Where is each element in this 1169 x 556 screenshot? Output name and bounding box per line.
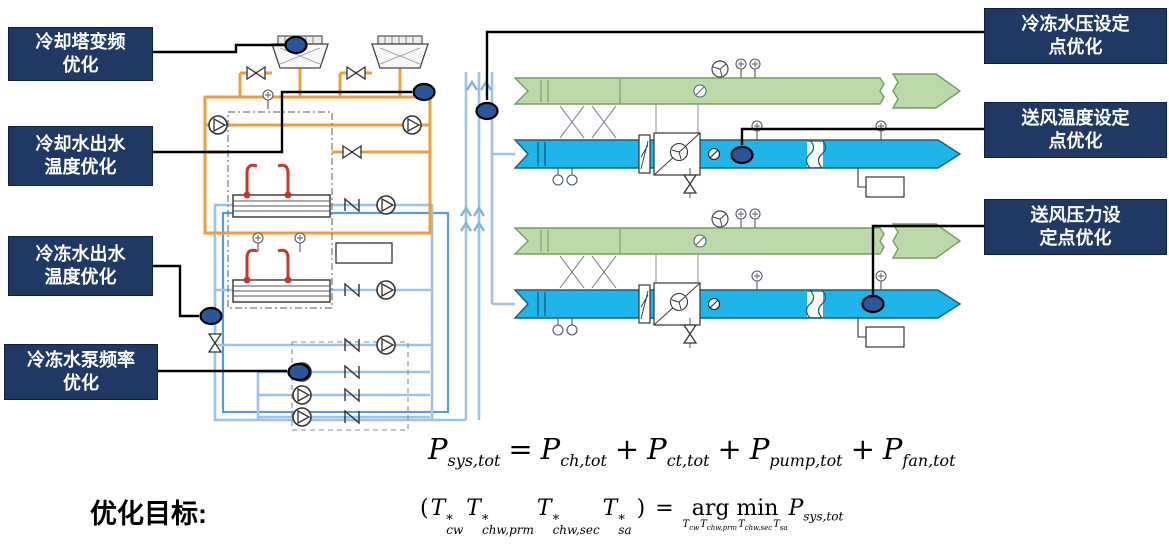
callout-chilled-water-outlet-temp: 冷冻水出水 温度优化 xyxy=(8,236,153,296)
formula-term: T*chw,prm xyxy=(466,496,534,538)
argmin-sub-term: Tchw,sec xyxy=(738,519,773,532)
callout-label-line: 温度优化 xyxy=(44,157,117,177)
callout-label-line: 温度优化 xyxy=(44,267,117,287)
callout-label-line: 冷冻水压设定 xyxy=(1021,13,1130,34)
formula-term: Pct,tot xyxy=(647,432,710,470)
callout-supply-air-pressure-setpoint: 送风压力设 定点优化 xyxy=(984,199,1167,255)
formula-term: Psys,tot xyxy=(788,496,844,524)
callout-label-line: 定点优化 xyxy=(1039,228,1112,248)
callout-lines xyxy=(150,30,985,373)
formula-operator: + xyxy=(614,432,640,466)
callout-condenser-water-outlet-temp: 冷却水出水 温度优化 xyxy=(8,126,153,186)
callout-label-line: 冷却水出水 xyxy=(35,133,126,154)
power-balance-formula: Psys,tot=Pch,tot+Pct,tot+Ppump,tot+Pfan,… xyxy=(428,432,956,470)
objective-label: 优化目标: xyxy=(90,499,207,529)
callout-label-line: 冷冻水泵频率 xyxy=(27,349,135,370)
sensor-point-markers xyxy=(199,35,885,382)
formula-operator: + xyxy=(850,432,875,466)
refrigerant-piping xyxy=(242,163,293,285)
callout-label-line: 冷却塔变频 xyxy=(35,31,126,52)
chiller-enclosure xyxy=(227,111,333,309)
callout-label-line: 点优化 xyxy=(1048,131,1103,151)
ahu-lower xyxy=(515,209,960,348)
chiller-1 xyxy=(232,194,331,218)
callout-label-line: 点优化 xyxy=(1048,37,1103,57)
formula-term: T*chw,sec xyxy=(536,496,600,538)
callout-cooling-tower-vfd: 冷却塔变频 优化 xyxy=(8,27,153,81)
formula-term: Ppump,tot xyxy=(749,432,843,470)
gauge-icon xyxy=(262,89,274,110)
callout-label-line: 送风压力设 xyxy=(1030,204,1121,225)
expansion-tank xyxy=(335,242,393,264)
formula-paren: ( xyxy=(420,496,429,521)
callout-chw-pressure-setpoint: 冷冻水压设定 点优化 xyxy=(984,8,1167,64)
formula-term: T*sa xyxy=(602,496,632,538)
gauge-icon xyxy=(294,232,306,253)
chiller-plant xyxy=(203,35,515,431)
formula-term: Pfan,tot xyxy=(882,432,956,470)
formula-term: Pch,tot xyxy=(540,432,607,470)
argmin-sub-term: Tchw,prm xyxy=(700,519,738,532)
callout-label-line: 优化 xyxy=(63,373,99,393)
callout-label-line: 送风温度设定 xyxy=(1021,107,1130,128)
formula-term: T*cw xyxy=(430,496,464,538)
callout-label-line: 冷冻水出水 xyxy=(35,243,126,264)
secondary-chilled-loop xyxy=(221,211,450,414)
formula-operator: = xyxy=(655,496,674,521)
chiller-2 xyxy=(232,279,331,303)
callout-supply-air-temp-setpoint: 送风温度设定 点优化 xyxy=(984,102,1167,158)
formula-term: Psys,tot xyxy=(428,432,501,470)
formula-paren: ) xyxy=(636,496,646,521)
formula-operator: + xyxy=(717,432,742,466)
cooling-tower-2 xyxy=(371,35,429,69)
argmin-sub-term: Tsa xyxy=(773,519,788,532)
pump-icons xyxy=(208,115,422,427)
secondary-pump-group xyxy=(291,341,409,431)
formula-operator: = xyxy=(508,432,533,466)
callout-label-line: 优化 xyxy=(62,55,99,75)
argmin-sub-term: Tcw xyxy=(682,519,700,532)
callout-chw-pump-frequency: 冷冻水泵频率 优化 xyxy=(4,344,158,400)
